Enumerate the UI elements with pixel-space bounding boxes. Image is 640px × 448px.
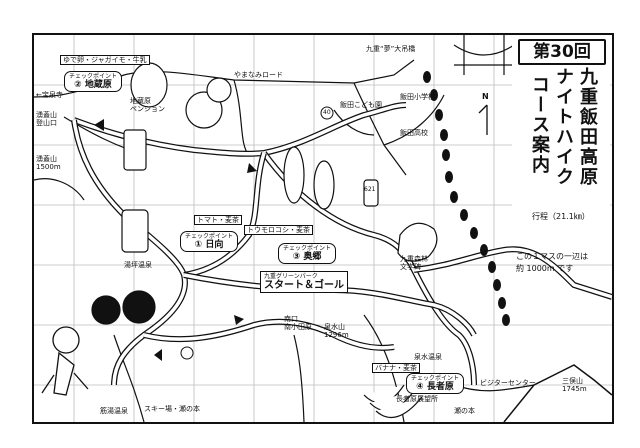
compass-symbol	[478, 104, 488, 135]
place-yume-bridge: 九重“夢”大吊橋	[366, 45, 416, 53]
start-goal-box: 九重グリーンパーク スタート＆ゴール	[260, 271, 348, 293]
map-canvas	[34, 35, 612, 422]
place-senohon: 瀬の本	[454, 407, 475, 415]
checkpoint-name: ② 地蔵原	[74, 80, 112, 90]
tag-chojabaru-food: バナナ・麦茶	[372, 363, 420, 373]
place-ski: スキー場・瀬の本	[144, 405, 200, 413]
tag-jizobaru-food: ゆで卵・ジャガイモ・牛乳	[60, 55, 150, 65]
checkpoint-okugo: チェックポイント ③ 奥郷	[278, 243, 337, 264]
place-ko-river: 南口 南小田原	[284, 315, 312, 331]
route-number-621: 621	[364, 186, 376, 193]
checkpoint-chojabaru: チェックポイント ④ 長者原	[406, 373, 465, 394]
checkpoint-name: ① 日向	[194, 240, 224, 250]
banana-illustration	[363, 384, 423, 419]
can-illustration	[121, 209, 149, 253]
place-iida-school: 飯田小学校	[400, 93, 435, 101]
map-frame: 第30回 九重飯田高原 ナイトハイク コース案内 行程（21.1㎞） この１マス…	[32, 33, 614, 424]
place-kuju-nature: 九重森林 文学碑	[400, 255, 428, 271]
place-kumano: 泉水温泉	[414, 353, 442, 361]
place-tenjin: 長者原展望所	[396, 395, 438, 403]
place-yakumo-onsen: 湯坪温泉	[124, 261, 152, 269]
mountain-silhouette	[503, 364, 612, 422]
compass-north: N	[482, 92, 489, 101]
place-hotaka-school: 飯田こども園	[340, 101, 382, 109]
place-iida-highschool: 飯田高校	[400, 129, 428, 137]
direction-arrows	[94, 119, 257, 361]
place-hosenji: ←宝泉寺	[36, 91, 63, 99]
checkpoint-hinata: チェックポイント ① 日向	[180, 231, 239, 252]
tag-okugo-food: トウモロコシ・麦茶	[244, 225, 313, 235]
place-mikasa: 三俣山 1745m	[562, 377, 587, 393]
checkpoint-label: チェックポイント	[185, 233, 234, 240]
corn-illustration	[283, 146, 379, 210]
distance-label: 行程（21.1㎞）	[532, 212, 590, 221]
place-kyushu-nature: 泉水山 1296m	[324, 323, 349, 339]
title-line-3: コース案内	[529, 75, 550, 175]
title-line-1: 九重飯田高原	[577, 67, 598, 187]
hiker-illustration	[41, 326, 89, 396]
place-visitor: ビジターセンター	[480, 379, 536, 387]
checkpoint-label: チェックポイント	[69, 73, 118, 80]
title-block: 第30回 九重飯田高原 ナイトハイク コース案内 行程（21.1㎞）	[512, 35, 610, 230]
egg-potato-illustration	[123, 62, 232, 171]
checkpoint-name: ③ 奥郷	[292, 252, 322, 262]
place-yamanami-road: やまなみロード	[234, 71, 283, 79]
place-jizobaru-pension: 地蔵原 ペンション	[130, 97, 165, 113]
route-number-40: 40	[323, 109, 331, 116]
checkpoint-label: チェックポイント	[411, 375, 460, 382]
scale-note-line-2: 約 1000m です	[516, 264, 574, 273]
start-goal-park: 九重グリーンパーク	[264, 273, 318, 280]
place-kuroiwa: 筋湯温泉	[100, 407, 128, 415]
suspension-bridge	[453, 35, 515, 75]
title-line-2: ナイトハイク	[553, 67, 574, 187]
checkpoint-name: ④ 長者原	[416, 382, 454, 392]
start-goal-text: スタート＆ゴール	[264, 280, 344, 291]
place-wakitayama-peak: 湧蓋山 1500m	[36, 155, 61, 171]
place-wakitayama-trailhead: 湧蓋山 登山口	[36, 111, 57, 127]
checkpoint-label: チェックポイント	[283, 245, 332, 252]
scale-note-line-1: この１マスの一辺は	[516, 252, 588, 261]
tomato-illustration	[91, 290, 156, 325]
trail-dots	[423, 71, 510, 326]
tag-hinata-food: トマト・麦茶	[194, 215, 242, 225]
minor-roads	[34, 59, 535, 422]
landmark-rock	[397, 222, 438, 262]
issue-label: 第30回	[518, 39, 606, 65]
checkpoint-jizobaru: チェックポイント ② 地蔵原	[64, 71, 123, 92]
